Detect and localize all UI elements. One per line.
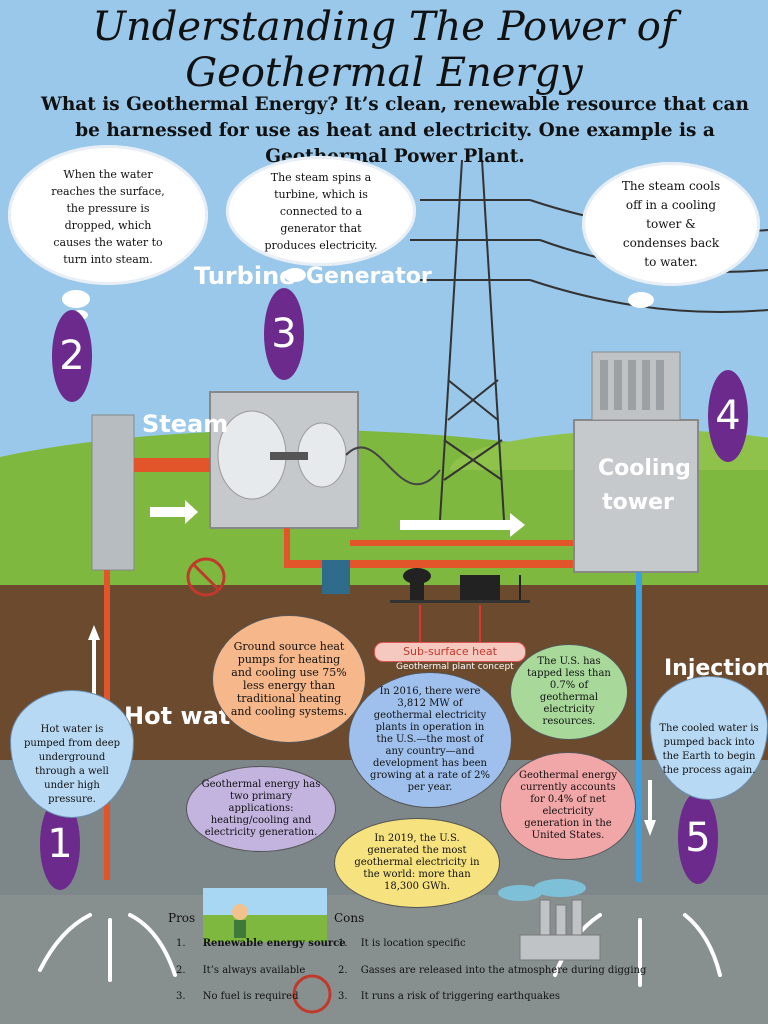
label-generator: Generator xyxy=(306,264,432,289)
fact-ground-source: Ground source heat pumps for heating and… xyxy=(212,615,366,743)
cloud-puff xyxy=(628,292,654,308)
pro-item-3: 3. No fuel is required xyxy=(176,991,299,1002)
fact-tapped: The U.S. has tapped less than 0.7% of ge… xyxy=(510,644,628,740)
label-turbine: Turbine xyxy=(194,262,296,290)
page-title: Understanding The Power of Geothermal En… xyxy=(92,4,676,96)
con-item-1: 1. It is location specific xyxy=(338,938,466,949)
pro-item-2: 2. It’s always available xyxy=(176,965,306,976)
plant-concept-caption: Geothermal plant concept xyxy=(396,662,514,672)
pros-heading: Pros xyxy=(168,911,196,925)
fact-applications: Geothermal energy has two primary applic… xyxy=(186,766,336,852)
step-number-4: 4 xyxy=(708,370,748,462)
cloud-puff xyxy=(62,290,90,308)
con-item-2: 2. Gasses are released into the atmosphe… xyxy=(338,965,647,976)
label-steam: Steam xyxy=(142,410,229,438)
step-number-3: 3 xyxy=(264,288,304,380)
label-cooling-tower: Cooling tower xyxy=(598,456,691,515)
step-number-5: 5 xyxy=(678,792,718,884)
subsurface-heat-badge: Sub-surface heat xyxy=(374,642,526,662)
fact-net-generation: Geothermal energy currently accounts for… xyxy=(500,752,636,860)
cons-heading: Cons xyxy=(334,911,365,925)
cloud-step-2: When the water reaches the surface, the … xyxy=(8,145,208,285)
pro-item-1: 1. Renewable energy source xyxy=(176,938,346,949)
fact-2016-mw: In 2016, there were 3,812 MW of geotherm… xyxy=(348,672,512,808)
cloud-step-3: The steam spins a turbine, which is conn… xyxy=(226,156,416,266)
fact-2019-gwh: In 2019, the U.S. generated the most geo… xyxy=(334,818,500,908)
drop-hot-water: Hot water is pumped from deep undergroun… xyxy=(10,690,134,818)
cloud-puff xyxy=(284,268,306,282)
cloud-step-4: The steam cools off in a cooling tower &… xyxy=(582,162,760,286)
drop-cooled-water: The cooled water is pumped back into the… xyxy=(650,676,768,800)
intro-text: What is Geothermal Energy? It’s clean, r… xyxy=(41,94,749,167)
con-item-3: 3. It runs a risk of triggering earthqua… xyxy=(338,991,560,1002)
step-number-2: 2 xyxy=(52,310,92,402)
